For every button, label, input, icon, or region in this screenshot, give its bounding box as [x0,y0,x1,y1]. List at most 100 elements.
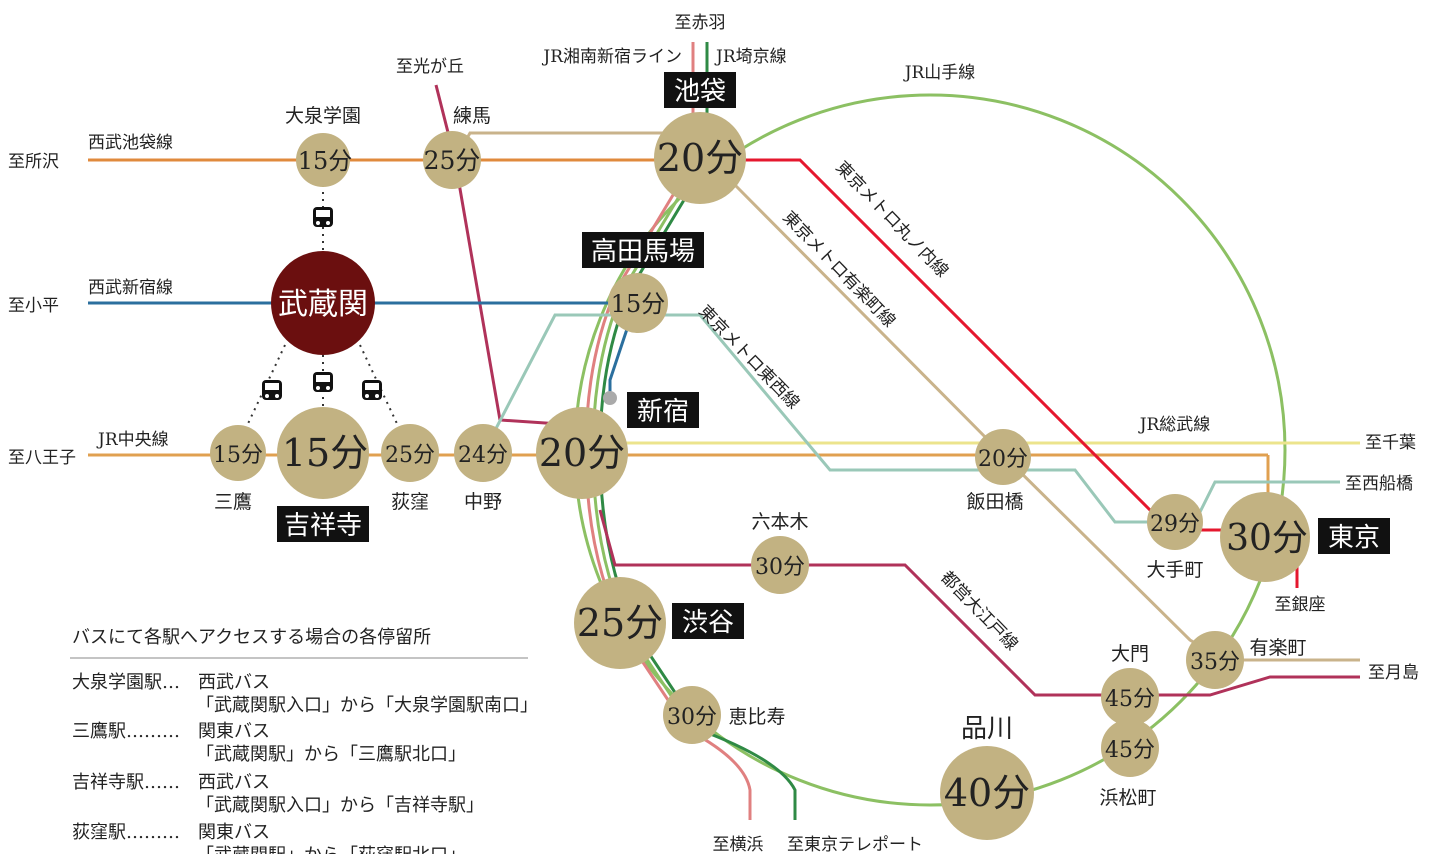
bubble-ogikubo [381,424,439,482]
time-shibuya: 25分 [577,601,663,645]
bus-path-mitaka [244,344,286,431]
direction-hikarigaoka: 至光が丘 [396,57,464,77]
bus-row-detail: 「武蔵関駅」から「荻窪駅北口」 [196,845,466,854]
label-box-shibuya [672,603,744,639]
line-name-jr-saikyo: JR埼京線 [714,47,787,67]
time-mitaka: 15分 [213,443,263,468]
oedo-line-south [598,509,1360,697]
label-box-tokyo [1318,518,1390,554]
station-name-ogikubo: 荻窪 [391,491,429,513]
bus-row-station: 吉祥寺駅…… [72,772,180,793]
bus-row-detail: 「武蔵関駅入口」から「大泉学園駅南口」 [196,695,538,716]
line-name-seibu-ikebukuro: 西武池袋線 [88,133,173,153]
line-name-jr-sobu: JR総武線 [1138,415,1211,435]
bubble-yurakucho [1186,631,1244,689]
station-name-tokyo: 東京 [1328,523,1380,553]
label-box-takadanobaba [582,232,704,268]
station-name-shibuya: 渋谷 [682,608,734,638]
time-tokyo: 30分 [1226,518,1308,559]
time-oizumi: 15分 [298,147,353,175]
bubble-shinjuku [536,407,628,499]
line-name-jr-shonan: JR湘南新宿ライン [541,47,682,67]
origin-bubble [271,251,375,355]
time-ebisu: 30分 [667,705,717,730]
station-name-shinjuku: 新宿 [637,397,689,427]
station-name-kichijoji: 吉祥寺 [284,511,362,541]
bus-row-station: 荻窪駅……… [72,822,180,843]
time-yurakucho: 35分 [1190,650,1240,675]
yurakucho-line [733,183,1360,662]
bubble-nerima [423,131,481,189]
station-name-takadanobaba: 高田馬場 [591,237,695,267]
tozai-line [488,313,1340,524]
bus-row-company: 西武バス [198,772,270,793]
label-box-kichijoji [277,506,369,542]
direction-akabane: 至赤羽 [675,13,726,33]
bus-icon [362,380,382,400]
station-name-iidabashi: 飯田橋 [966,491,1023,513]
time-kichijoji: 15分 [282,431,368,475]
bus-icon [262,380,282,400]
time-roppongi: 30分 [755,555,805,580]
bubble-kichijoji [277,407,369,499]
bus-row-station: 三鷹駅……… [72,720,180,742]
bus-row-company: 西武バス [198,672,270,693]
bubble-oizumi [296,133,350,187]
bus-row-company: 関東バス [198,822,270,843]
time-otemachi: 29分 [1150,512,1200,537]
time-nakano: 24分 [458,443,508,468]
line-name-seibu-shinjuku: 西武新宿線 [88,278,173,298]
time-shinagawa: 40分 [944,771,1030,815]
label-box-shinjuku [627,392,699,428]
bubble-hamamatsucho [1101,719,1159,777]
bubble-iidabashi [975,429,1031,485]
bus-row-detail: 「武蔵関駅入口」から「吉祥寺駅」 [196,795,484,816]
time-shinjuku: 20分 [539,431,625,475]
bubble-otemachi [1147,494,1203,550]
bubble-mitaka [210,425,266,481]
shonan-line [584,42,752,820]
line-name-yurakucho: 東京メトロ有楽町線 [778,208,899,332]
time-ikebukuro: 20分 [657,136,743,180]
direction-kodaira: 至小平 [8,296,59,316]
oedo-line [434,84,576,427]
time-nerima: 25分 [424,146,481,175]
bus-row-station: 大泉学園駅… [72,672,180,693]
time-daimon: 45分 [1105,687,1155,712]
station-name-nerima: 練馬 [453,105,491,127]
label-box-ikebukuro [664,72,736,108]
direction-nishifunabashi: 至西船橋 [1345,474,1413,494]
station-name-ikebukuro: 池袋 [674,77,726,107]
direction-teleport: 至東京テレポート [787,835,923,854]
direction-tokorozawa: 至所沢 [8,152,59,172]
station-name-shinagawa: 品川 [961,714,1013,744]
time-takadanobaba: 15分 [611,290,666,318]
station-name-oizumi: 大泉学園 [285,105,361,127]
time-hamamatsucho: 45分 [1105,738,1155,763]
direction-chiba: 至千葉 [1365,433,1416,453]
time-ogikubo: 25分 [385,443,435,468]
bubble-takadanobaba [608,273,668,333]
direction-ginza: 至銀座 [1275,595,1326,615]
bubble-ebisu [663,686,721,744]
direction-tsukishima: 至月島 [1368,663,1419,683]
station-name-nakano: 中野 [464,491,502,513]
bus-icon [313,372,333,392]
station-name-mitaka: 三鷹 [214,491,252,513]
station-name-otemachi: 大手町 [1146,559,1203,581]
station-name-yurakucho: 有楽町 [1249,637,1306,659]
bus-row-company: 関東バス [198,721,270,742]
bus-path-ogikubo [359,344,401,431]
station-name-hamamatsucho: 浜松町 [1099,787,1156,809]
bus-icon [313,207,333,227]
bubble-shinagawa [940,746,1034,840]
bubble-shibuya [574,577,666,669]
direction-hachioji: 至八王子 [8,448,76,468]
origin-name: 武蔵関 [278,287,368,322]
line-name-jr-yamanote: JR山手線 [903,63,976,83]
bus-row-detail: 「武蔵関駅」から「三鷹駅北口」 [196,743,466,765]
line-name-marunouchi: 東京メトロ丸ノ内線 [831,158,952,282]
shinjuku-terminal-dot [603,391,617,405]
bubble-tokyo [1220,492,1310,582]
bubble-daimon [1101,668,1159,726]
